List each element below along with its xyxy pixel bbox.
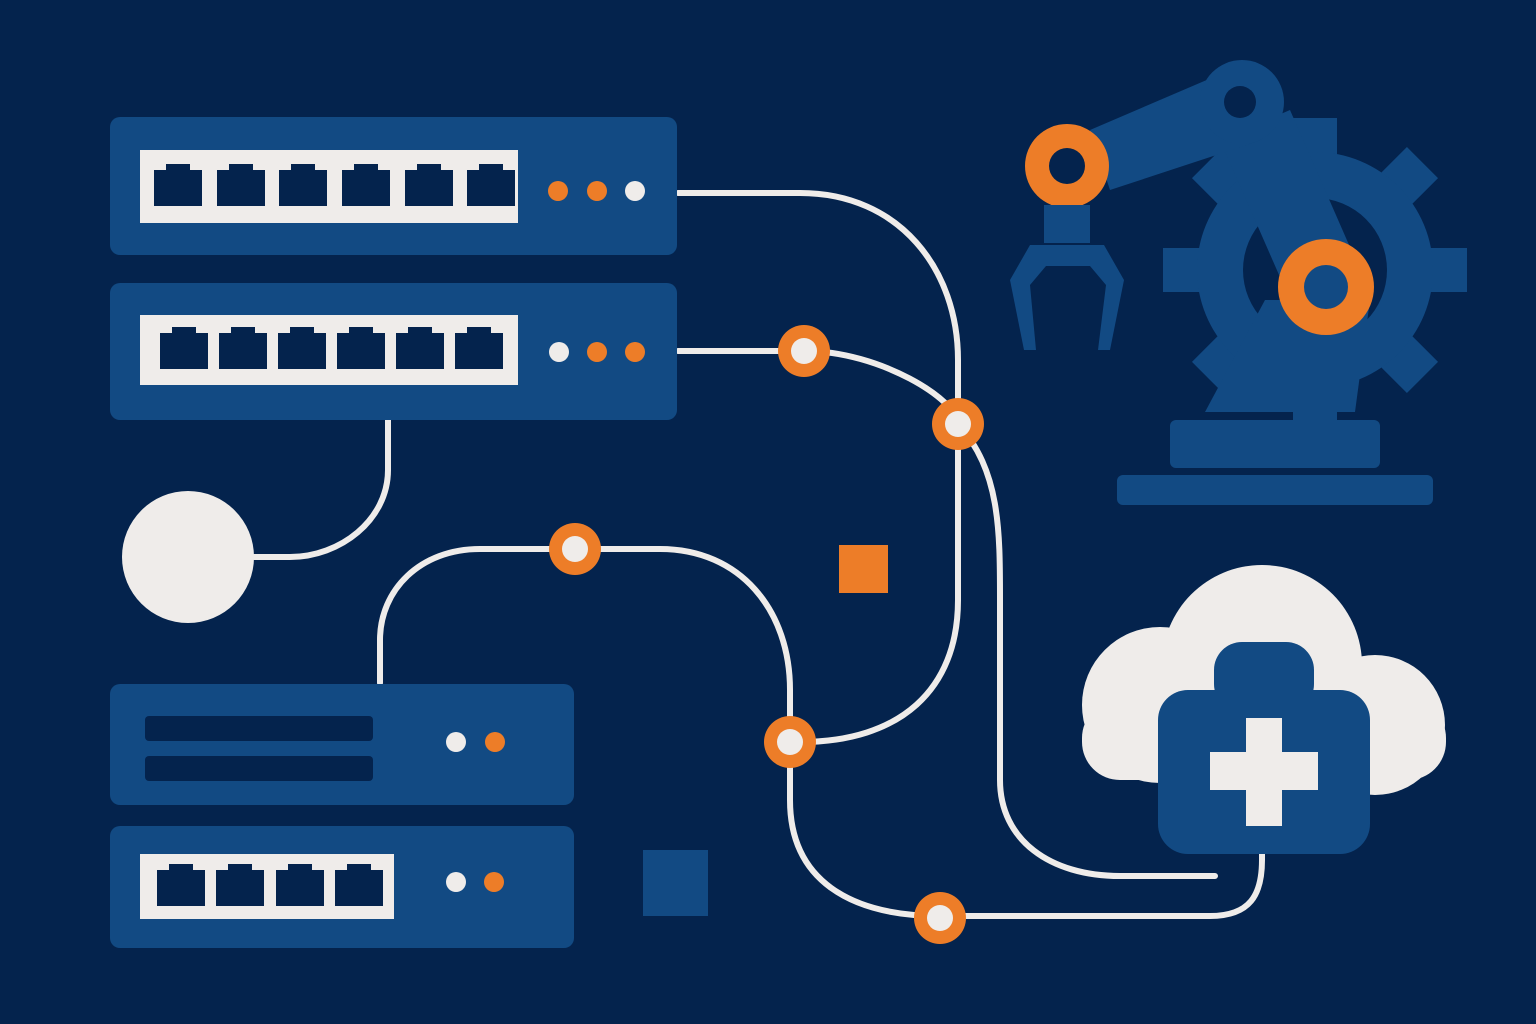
port-icon xyxy=(396,327,444,369)
port-icon xyxy=(335,864,383,906)
cable-lower-loop xyxy=(377,546,1265,919)
switch-bottom xyxy=(110,826,574,948)
server-bottom xyxy=(110,684,574,805)
node-icon xyxy=(914,892,966,944)
robot-elbow-joint-inner xyxy=(1304,265,1348,309)
cloud-medical-icon xyxy=(1082,565,1446,854)
port-icon xyxy=(279,164,327,206)
port-icon xyxy=(276,864,324,906)
switch-top-port-well xyxy=(140,150,518,223)
robot-wrist-mount xyxy=(1044,205,1090,243)
port-icon xyxy=(216,864,264,906)
network-cables xyxy=(251,190,1265,919)
cable-left-endpoint xyxy=(251,417,391,560)
connection-nodes xyxy=(549,325,984,944)
status-led xyxy=(548,181,568,201)
port-icon xyxy=(455,327,503,369)
robot-base xyxy=(1170,420,1380,468)
status-led xyxy=(625,181,645,201)
node-icon xyxy=(932,398,984,450)
node-icon xyxy=(764,716,816,768)
drive-slot xyxy=(145,716,373,741)
drive-slot xyxy=(145,756,373,781)
status-led xyxy=(625,342,645,362)
port-icon xyxy=(154,164,202,206)
medical-cross-icon xyxy=(1210,718,1318,826)
robotic-arm-icon xyxy=(1010,60,1433,505)
status-led xyxy=(446,732,466,752)
cable-middle-switch xyxy=(675,348,1218,879)
port-icon xyxy=(160,327,208,369)
port-icon xyxy=(217,164,265,206)
status-led xyxy=(587,181,607,201)
status-led xyxy=(485,732,505,752)
endpoint-circle-icon xyxy=(122,491,254,623)
status-led xyxy=(549,342,569,362)
blue-square xyxy=(643,850,708,916)
robot-gripper xyxy=(1010,245,1124,350)
node-icon xyxy=(778,325,830,377)
port-icon xyxy=(337,327,385,369)
port-icon xyxy=(219,327,267,369)
status-led xyxy=(446,872,466,892)
port-icon xyxy=(405,164,453,206)
port-icon xyxy=(157,864,205,906)
node-icon xyxy=(549,523,601,575)
robot-wrist-joint-inner xyxy=(1049,148,1085,184)
switch-top xyxy=(110,117,677,255)
robot-base-plate xyxy=(1117,475,1433,505)
port-icon xyxy=(278,327,326,369)
cable-top-switch xyxy=(675,190,961,745)
status-led xyxy=(484,872,504,892)
switch-middle xyxy=(110,283,677,420)
status-led xyxy=(587,342,607,362)
robot-shoulder-joint-inner xyxy=(1224,86,1256,118)
accent-square xyxy=(839,545,888,593)
port-icon xyxy=(342,164,390,206)
port-icon xyxy=(467,164,515,206)
